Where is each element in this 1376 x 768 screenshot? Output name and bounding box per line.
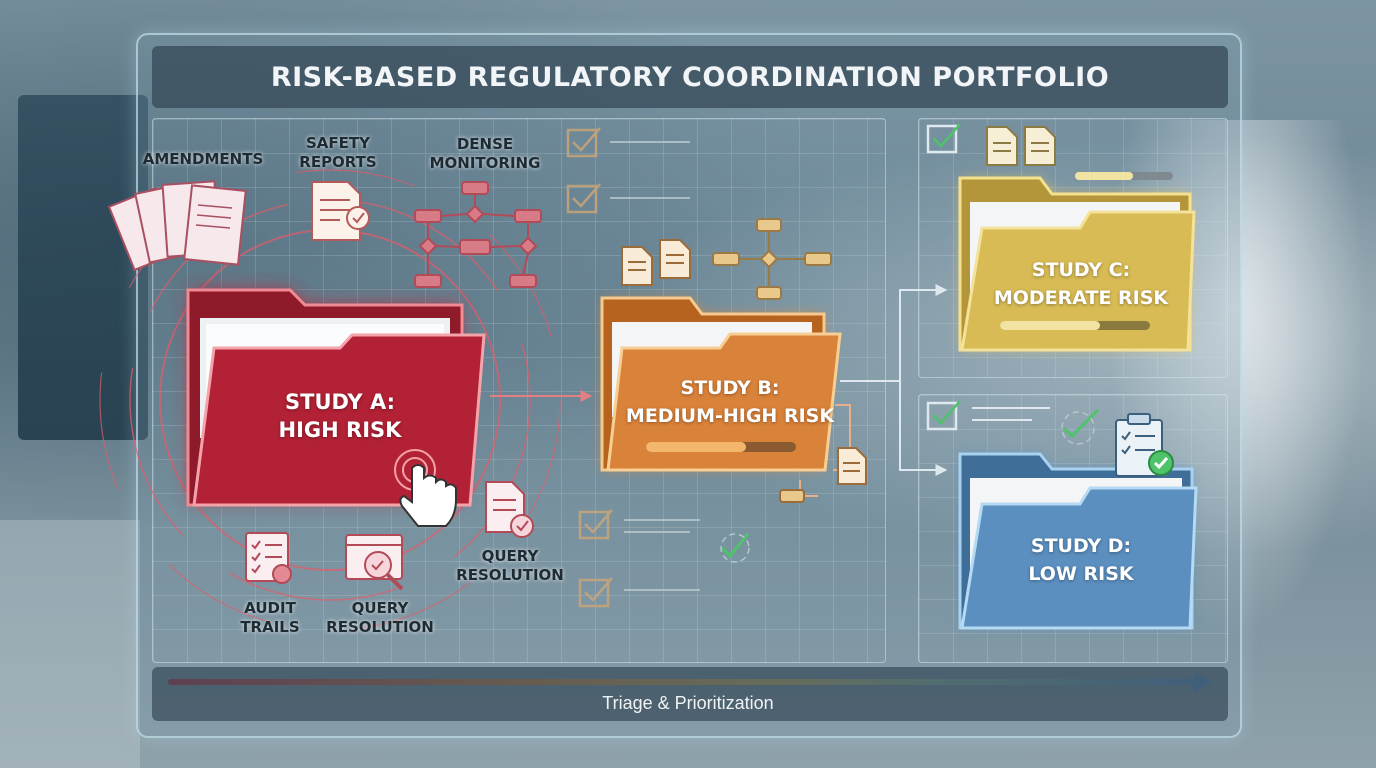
- document-check-icon: [485, 481, 534, 538]
- title-bar: RISK-BASED REGULATORY COORDINATION PORTF…: [152, 46, 1228, 108]
- document-pair-icon-c: [986, 126, 1056, 166]
- study-c-label[interactable]: STUDY C:MODERATE RISK: [993, 259, 1169, 309]
- clipboard-icon: [1115, 413, 1174, 477]
- timeline-label: Triage & Prioritization: [602, 693, 774, 713]
- certificate-icon: [311, 181, 370, 241]
- flowchart-icon: [414, 181, 542, 288]
- background-monitor: [18, 95, 148, 440]
- checkbox-icon-group: [566, 123, 1100, 608]
- study-b-label[interactable]: STUDY B:MEDIUM-HIGH RISK: [625, 377, 835, 427]
- background-cabinet: [0, 520, 140, 768]
- page-title: RISK-BASED REGULATORY COORDINATION PORTF…: [270, 61, 1110, 93]
- folder-study-c: [958, 172, 1196, 352]
- folder-study-a: [186, 288, 486, 507]
- triage-timeline: [152, 667, 1228, 721]
- document-stack-icon: [107, 180, 247, 272]
- magnifier-icon: [345, 534, 404, 591]
- label-amendments: AMENDMENTS: [142, 150, 264, 168]
- study-a-label[interactable]: STUDY A:HIGH RISK: [278, 390, 402, 442]
- hand-pointer-icon: [394, 449, 457, 527]
- flow-connectors: [490, 284, 948, 497]
- folder-study-d: [958, 452, 1198, 630]
- mini-flowchart-icon: [712, 218, 832, 300]
- checklist-icon: [245, 532, 292, 584]
- document-pair-icon: [621, 239, 691, 286]
- folder-study-b: [600, 296, 842, 472]
- study-d-label[interactable]: STUDY D:LOW RISK: [1028, 535, 1134, 585]
- document-icon: [779, 447, 867, 503]
